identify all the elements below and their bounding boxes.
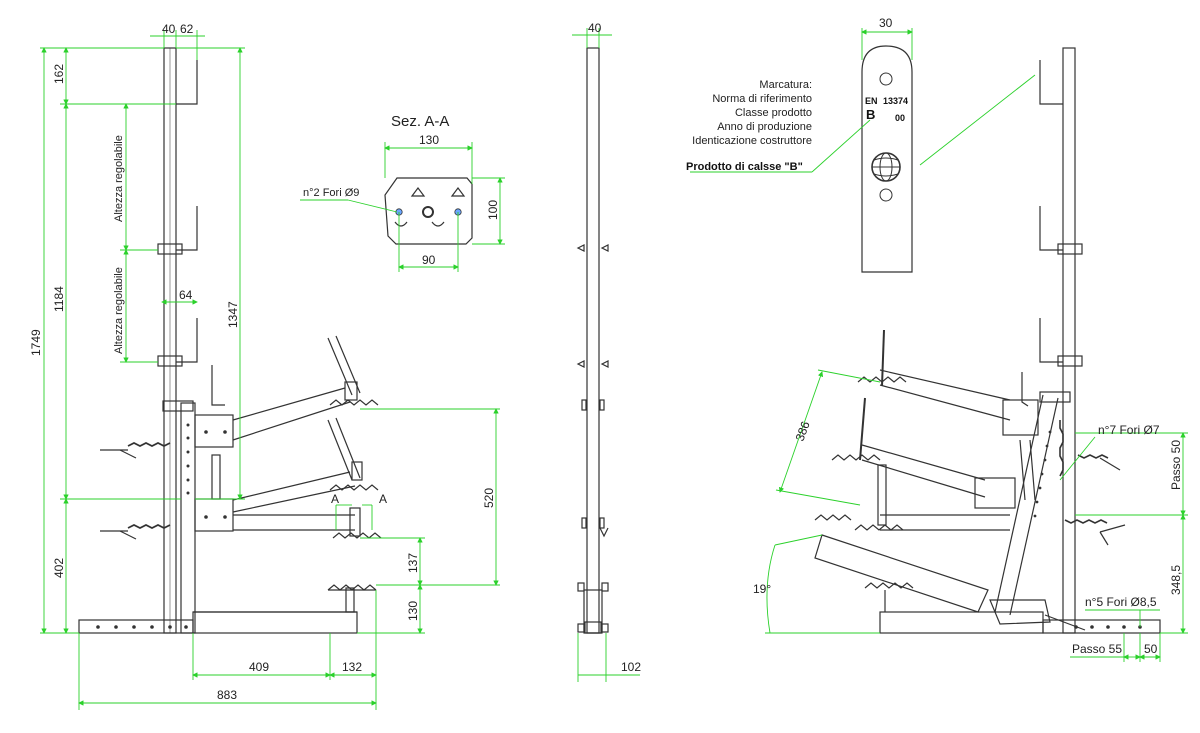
section-dim-130: 130 (419, 133, 439, 147)
dim-40-top: 40 (162, 22, 176, 36)
front-view-parts (78, 47, 382, 634)
dim-1184: 1184 (52, 286, 66, 312)
product-class-label: Prodotto di calsse "B" (686, 161, 803, 173)
marking-line-4: Anno di produzione (717, 121, 812, 133)
plate-outline (861, 45, 913, 273)
right-holes-5: n°5 Fori Ø8,5 (1085, 595, 1157, 609)
plate-dim-30: 30 (879, 16, 893, 30)
dim-64: 64 (179, 288, 193, 302)
section-plate (384, 177, 473, 245)
right-view: 386 19° n°7 Fori Ø7 Passo 50 348,5 n°5 F… (753, 47, 1188, 662)
dim-130-front: 130 (406, 601, 420, 621)
right-post (1062, 47, 1076, 634)
section-dim-100: 100 (486, 200, 500, 220)
section-a-left: A (331, 492, 339, 506)
marking-line-1: Marcatura: (759, 79, 812, 91)
dim-1347: 1347 (226, 301, 240, 328)
section-title: Sez. A-A (391, 113, 449, 130)
right-pitch-50: Passo 50 (1169, 440, 1183, 490)
marking-line-3: Classe prodotto (735, 107, 812, 119)
label-adjustable-height-1: Altezza regolabile (113, 135, 125, 222)
side-dim-40: 40 (588, 21, 602, 35)
right-holes-7: n°7 Fori Ø7 (1098, 423, 1160, 437)
section-a-right: A (379, 492, 387, 506)
dim-132: 132 (342, 660, 362, 674)
right-dim-386: 386 (793, 419, 813, 443)
right-dim-50: 50 (1144, 642, 1158, 656)
dim-162: 162 (52, 64, 66, 84)
section-dim-90: 90 (422, 253, 436, 267)
label-adjustable-height-2: Altezza regolabile (113, 267, 125, 354)
section-a-a: Sez. A-A 130 100 90 n (300, 113, 505, 272)
right-dim-348-5: 348,5 (1169, 565, 1183, 595)
front-view: 40 62 162 1184 1749 1347 402 Altezza reg… (29, 22, 500, 710)
section-holes-label: n°2 Fori Ø9 (303, 187, 359, 199)
marking-plate: 30 EN 13374 B 00 Marcatura: Norma di rif… (686, 16, 913, 273)
dim-883: 883 (217, 688, 237, 702)
right-pitch-55: Passo 55 (1072, 642, 1122, 656)
side-post (586, 47, 600, 634)
dim-520: 520 (482, 488, 496, 508)
plate-class: B (866, 107, 875, 122)
plate-standard-number: 13374 (883, 96, 908, 106)
marking-line-5: Identicazione costruttore (692, 135, 812, 147)
dim-402: 402 (52, 558, 66, 578)
side-view: 40 102 (572, 21, 641, 682)
plate-year: 00 (895, 113, 905, 123)
marking-line-2: Norma di riferimento (712, 93, 812, 105)
dim-1749: 1749 (29, 329, 43, 356)
dim-137: 137 (406, 553, 420, 573)
plate-standard: EN (865, 96, 878, 106)
right-angle-19: 19° (753, 582, 771, 596)
plate-hole-bottom (879, 188, 893, 202)
side-dim-102: 102 (621, 660, 641, 674)
dim-409: 409 (249, 660, 269, 674)
front-view-dimensions (40, 30, 500, 710)
dim-62-top: 62 (180, 22, 194, 36)
plate-hole-top (879, 72, 893, 86)
